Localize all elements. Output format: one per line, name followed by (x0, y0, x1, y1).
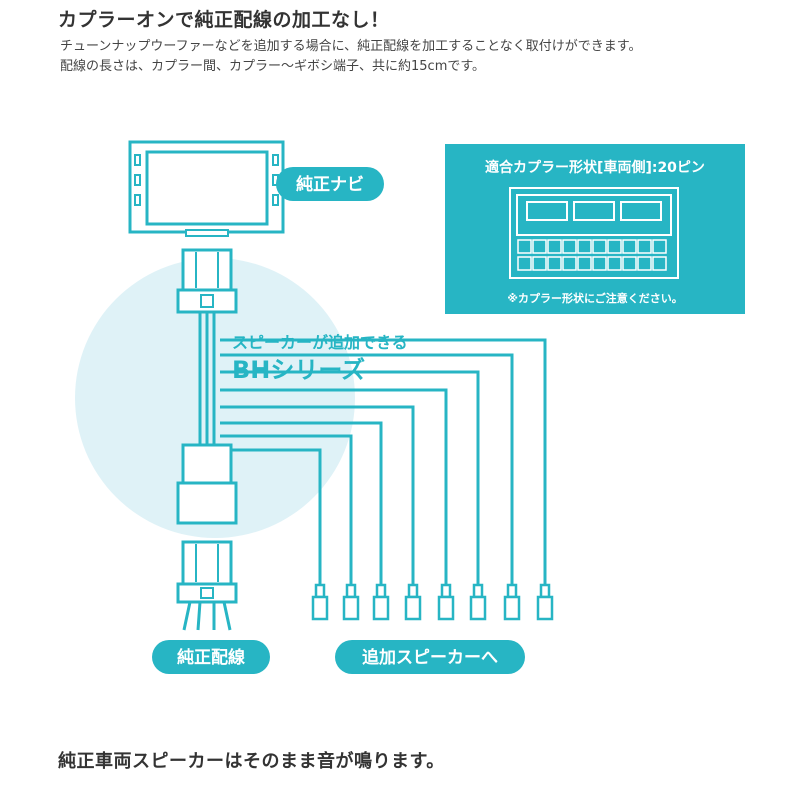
navi-unit (128, 140, 285, 237)
terminal-8 (536, 583, 554, 621)
terminal-1 (311, 583, 329, 621)
catch-line-2: BHシリーズ (232, 356, 365, 384)
bottom-coupler (176, 540, 238, 631)
coupler-pin-grid (517, 239, 667, 271)
terminal-4 (404, 583, 422, 621)
trunk-wires (198, 312, 216, 445)
speaker-label-pill (335, 640, 525, 674)
coupler-info-box: 適合カプラー形状[車両側]:20ピン ※カプラー形状にご注意ください。 (445, 144, 745, 314)
harness-label: 純正配線 (177, 647, 245, 668)
headline: カプラーオンで純正配線の加工なし！ (58, 9, 390, 31)
mid-coupler (176, 443, 238, 525)
speaker-terminals (311, 583, 554, 621)
terminal-6 (469, 583, 487, 621)
catch-line-1: スピーカーが追加できる (232, 333, 408, 352)
description-line-1: チューンナップウーファーなどを追加する場合に、純正配線を加工することなく取付けが… (60, 39, 642, 54)
description: チューンナップウーファーなどを追加する場合に、純正配線を加工することなく取付けが… (60, 37, 760, 77)
wiring-diagram: 純正ナビ (75, 140, 745, 674)
navi-label: 純正ナビ (296, 174, 364, 195)
footer-note: 純正車両スピーカーはそのまま音が鳴ります。 (58, 751, 445, 772)
navi-label-pill (276, 167, 384, 201)
description-line-2: 配線の長さは、カプラー間、カプラー〜ギボシ端子、共に約15cmです。 (60, 59, 486, 74)
coupler-shape-icon (509, 187, 679, 279)
coupler-caution: ※カプラー形状にご注意ください。 (507, 291, 682, 305)
speaker-label: 追加スピーカーへ (362, 647, 498, 668)
terminal-5 (437, 583, 455, 621)
terminal-7 (503, 583, 521, 621)
coupler-box-title: 適合カプラー形状[車両側]:20ピン (485, 159, 705, 176)
terminal-2 (342, 583, 360, 621)
terminal-3 (372, 583, 390, 621)
harness-label-pill (152, 640, 270, 674)
top-coupler (176, 248, 238, 314)
branch-wires (220, 338, 547, 585)
